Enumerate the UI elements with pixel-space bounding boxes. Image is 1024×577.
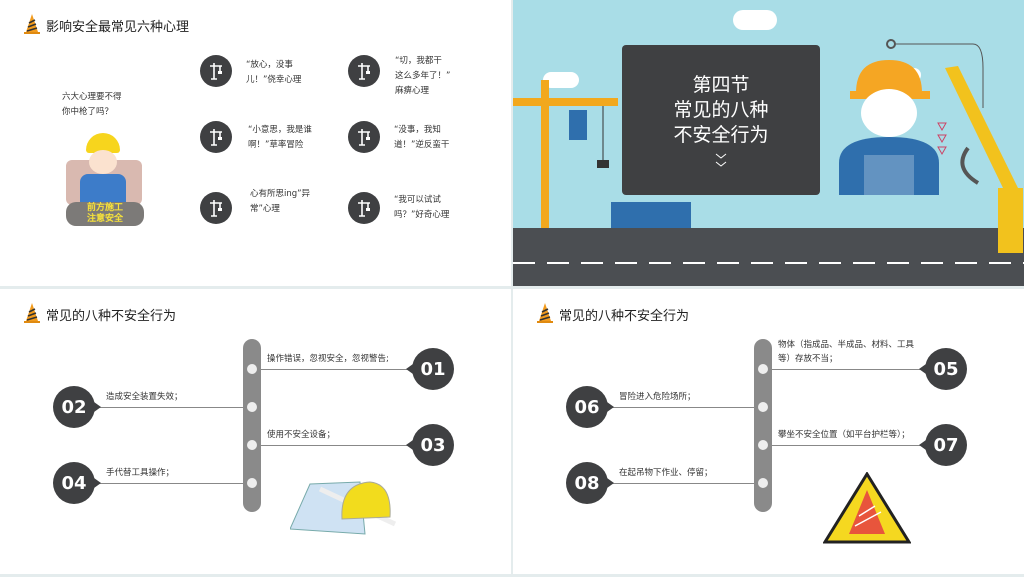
crane-icon <box>200 121 232 153</box>
warning-triangle-icon <box>823 472 911 544</box>
psychology-item-text: “小意思，我是谁啊！”草率冒险 <box>248 125 312 150</box>
containers <box>611 202 691 228</box>
connector-line <box>772 369 923 370</box>
worker-icon <box>839 60 939 195</box>
helmet-blueprint-illustration <box>290 481 397 535</box>
item-number-badge: 06 <box>566 386 614 428</box>
traffic-cone-icon <box>24 303 40 323</box>
behavior-text: 手代替工具操作； <box>106 468 175 478</box>
behavior-text: 造成安全装置失效； <box>106 392 183 402</box>
crane-icon <box>348 192 380 224</box>
connector-line <box>261 445 410 446</box>
connector-line <box>96 483 243 484</box>
traffic-cone-icon <box>537 303 553 323</box>
slide-title: 影响安全最常见六种心理 <box>46 20 190 35</box>
timeline-dot <box>247 402 257 412</box>
cloud <box>733 10 777 30</box>
item-number-badge: 08 <box>566 462 614 504</box>
timeline-dot <box>247 478 257 488</box>
worker-illustration: 前方施工注意安全 <box>58 130 153 232</box>
traffic-cone-icon <box>24 14 40 34</box>
slide-section-cover[interactable]: 第四节 常见的八种 不安全行为 <box>513 0 1024 286</box>
timeline-bar <box>754 339 772 512</box>
slide-title: 常见的八种不安全行为 <box>559 309 690 324</box>
crane-icon <box>348 121 380 153</box>
section-number: 第四节 <box>692 74 750 96</box>
item-number-badge: 05 <box>919 348 967 390</box>
item-number-badge: 01 <box>406 348 454 390</box>
timeline-bar <box>243 339 261 512</box>
crane-icon <box>348 55 380 87</box>
cloud <box>543 72 579 88</box>
connector-line <box>96 407 243 408</box>
road <box>513 228 1024 286</box>
behavior-text: 物体（指成品、半成品、材料、工具等）存放不当； <box>778 340 915 364</box>
psychology-item-text: “我可以试试吗？”好奇心理 <box>394 195 450 220</box>
slide-title: 常见的八种不安全行为 <box>46 309 177 324</box>
timeline-dot <box>758 440 768 450</box>
intro-text: 六大心理要不得你中枪了吗？ <box>62 92 122 117</box>
section-title-line: 不安全行为 <box>673 124 769 146</box>
section-title-box: 第四节 常见的八种 不安全行为 <box>622 45 820 195</box>
connector-line <box>609 483 754 484</box>
connector-line <box>772 445 923 446</box>
psychology-item-text: “没事，我知道！”逆反蛮干 <box>394 125 450 150</box>
road-markings <box>513 262 1024 264</box>
timeline-dot <box>247 440 257 450</box>
crane-arm-illustration <box>886 39 1023 253</box>
chevron-down-icon <box>715 153 727 167</box>
timeline-dot <box>758 364 768 374</box>
item-number-badge: 03 <box>406 424 454 466</box>
behavior-text: 使用不安全设备； <box>267 430 336 440</box>
crane-icon <box>200 192 232 224</box>
behavior-text: 冒险进入危险场所； <box>619 392 696 402</box>
behavior-text: 攀坐不安全位置（如平台护栏等）； <box>778 430 910 440</box>
section-title-line: 常见的八种 <box>673 99 769 121</box>
timeline-dot <box>247 364 257 374</box>
item-number-badge: 04 <box>53 462 101 504</box>
crane-icon <box>200 55 232 87</box>
item-number-badge: 02 <box>53 386 101 428</box>
connector-line <box>261 369 410 370</box>
tower-crane-illustration <box>513 80 618 230</box>
slide-psychology[interactable]: 影响安全最常见六种心理 六大心理要不得你中枪了吗？ 前方施工注意安全 “放心，没… <box>0 0 511 286</box>
psychology-item-text: “切，我都干这么多年了！”麻痹心理 <box>395 56 451 96</box>
timeline-dot <box>758 402 768 412</box>
psychology-item-text: “放心，没事儿！”侥幸心理 <box>246 60 302 85</box>
behavior-text: 在起吊物下作业、停留； <box>619 468 713 478</box>
behavior-text: 操作错误，忽视安全，忽视警告; <box>267 354 389 364</box>
connector-line <box>609 407 754 408</box>
psychology-item-text: 心有所思ing”异常”心理 <box>250 189 311 214</box>
slide-unsafe-behaviors-2[interactable]: 常见的八种不安全行为 05 物体（指成品、半成品、材料、工具等）存放不当； 06… <box>513 289 1024 574</box>
timeline-dot <box>758 478 768 488</box>
slide-unsafe-behaviors-1[interactable]: 常见的八种不安全行为 01 操作错误，忽视安全，忽视警告; 02 造成安全装置失… <box>0 289 511 574</box>
item-number-badge: 07 <box>919 424 967 466</box>
